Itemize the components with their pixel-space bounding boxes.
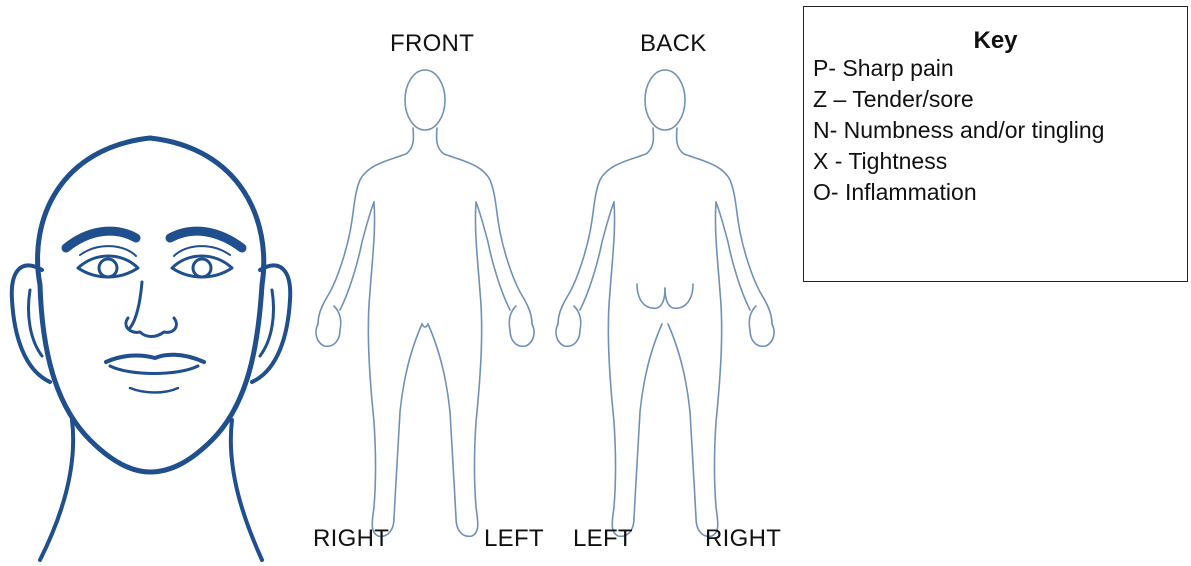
key-item-numbness-tingling: N- Numbness and/or tingling [813,115,1104,146]
key-title: Key [804,27,1187,55]
back-right-label: RIGHT [705,525,781,553]
face-illustration [0,120,300,560]
key-list: P- Sharp pain Z – Tender/sore N- Numbnes… [813,53,1104,208]
key-item-tender-sore: Z – Tender/sore [813,84,1104,115]
back-left-label: LEFT [573,525,633,553]
key-item-inflammation: O- Inflammation [813,177,1104,208]
key-item-tightness: X - Tightness [813,146,1104,177]
key-item-sharp-pain: P- Sharp pain [813,53,1104,84]
key-box: Key P- Sharp pain Z – Tender/sore N- Num… [803,6,1188,282]
front-right-label: RIGHT [313,525,389,553]
front-label: FRONT [390,30,474,58]
front-left-label: LEFT [484,525,544,553]
front-body-outline [310,62,550,552]
back-label: BACK [640,30,707,58]
back-body-outline [545,62,785,552]
